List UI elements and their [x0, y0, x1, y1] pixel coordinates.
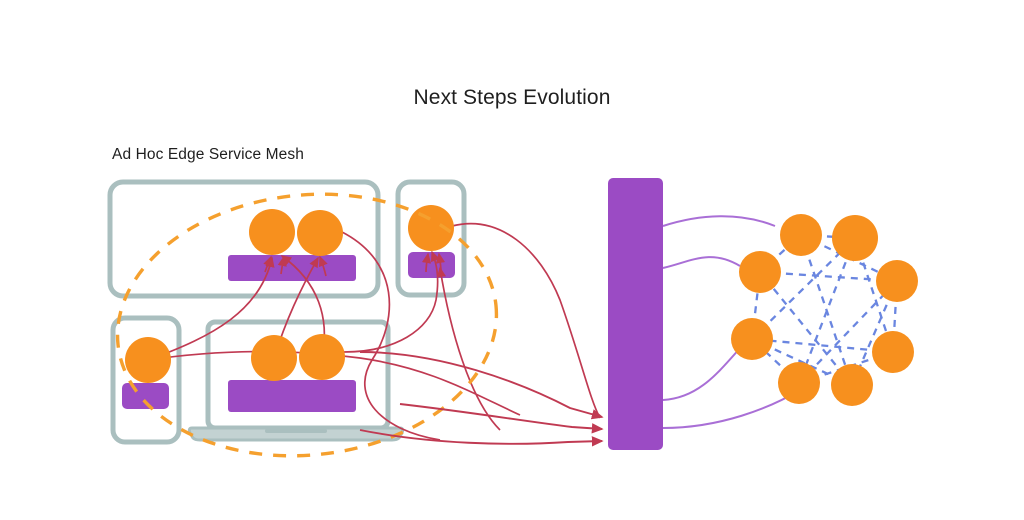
mesh-node[interactable] [778, 362, 820, 404]
service-bar-tablet[interactable] [228, 255, 356, 281]
edge-node[interactable] [408, 205, 454, 251]
service-bar-phone-top[interactable] [408, 252, 455, 278]
edge-link-arrow [421, 252, 432, 273]
mesh-link [759, 271, 853, 386]
edge-link-arrow [343, 250, 440, 353]
laptop-screen-frame [205, 319, 391, 431]
edge-link-arrow [263, 255, 272, 273]
device-tablet-top[interactable] [107, 179, 381, 299]
edge-link-arrow [147, 256, 275, 361]
edge-node[interactable] [297, 210, 343, 256]
edge-link-arrow [277, 255, 287, 275]
inbound-arrow [359, 351, 604, 420]
device-phone-bottom-left[interactable] [110, 315, 182, 445]
outbound-curves [662, 215, 801, 429]
laptop-notch [265, 429, 327, 433]
mesh-link [798, 280, 898, 384]
mesh-node[interactable] [876, 260, 918, 302]
edge-link [451, 222, 601, 419]
device-phone-top-right[interactable] [395, 179, 467, 298]
edge-link [147, 350, 521, 416]
outbound-curve [662, 345, 743, 401]
edge-link [341, 231, 441, 441]
mesh-link [759, 270, 898, 283]
mesh-link [759, 234, 802, 273]
mesh-node[interactable] [739, 251, 781, 293]
phone-frame [395, 179, 467, 298]
mesh-node[interactable] [831, 364, 873, 406]
mesh-link [751, 337, 894, 354]
mesh-node[interactable] [872, 331, 914, 373]
section-label: Ad Hoc Edge Service Mesh [112, 146, 304, 163]
inbound-arrow [359, 429, 604, 447]
outbound-curve [662, 215, 776, 227]
service-bar-laptop[interactable] [228, 380, 356, 412]
cluster-boundary-ellipse [115, 192, 499, 458]
edge-mesh-links [147, 222, 601, 441]
tablet-frame [107, 179, 381, 299]
edge-link-arrow [435, 252, 446, 273]
edge-link-heads [263, 252, 446, 277]
device-laptop-bottom-center[interactable] [187, 319, 405, 442]
central-gateway-bar[interactable] [608, 178, 663, 450]
service-bar-phone-bottom[interactable] [122, 383, 169, 409]
edge-node[interactable] [299, 334, 345, 380]
edge-link-arrow [436, 266, 501, 431]
edge-link-arrow [319, 255, 328, 277]
inbound-arrows [359, 351, 604, 447]
mesh-node[interactable] [832, 215, 878, 261]
edge-node[interactable] [251, 335, 297, 381]
phone-frame [110, 315, 182, 445]
edge-node[interactable] [249, 209, 295, 255]
mesh-node[interactable] [780, 214, 822, 256]
right-service-mesh [731, 214, 918, 406]
outbound-curve [662, 256, 741, 269]
edge-node[interactable] [125, 337, 171, 383]
mesh-link [751, 237, 856, 340]
mesh-link [799, 234, 854, 386]
mesh-node[interactable] [731, 318, 773, 360]
left-edge-cluster [107, 179, 601, 458]
inbound-arrow [399, 403, 604, 434]
page-title: Next Steps Evolution [413, 86, 611, 109]
